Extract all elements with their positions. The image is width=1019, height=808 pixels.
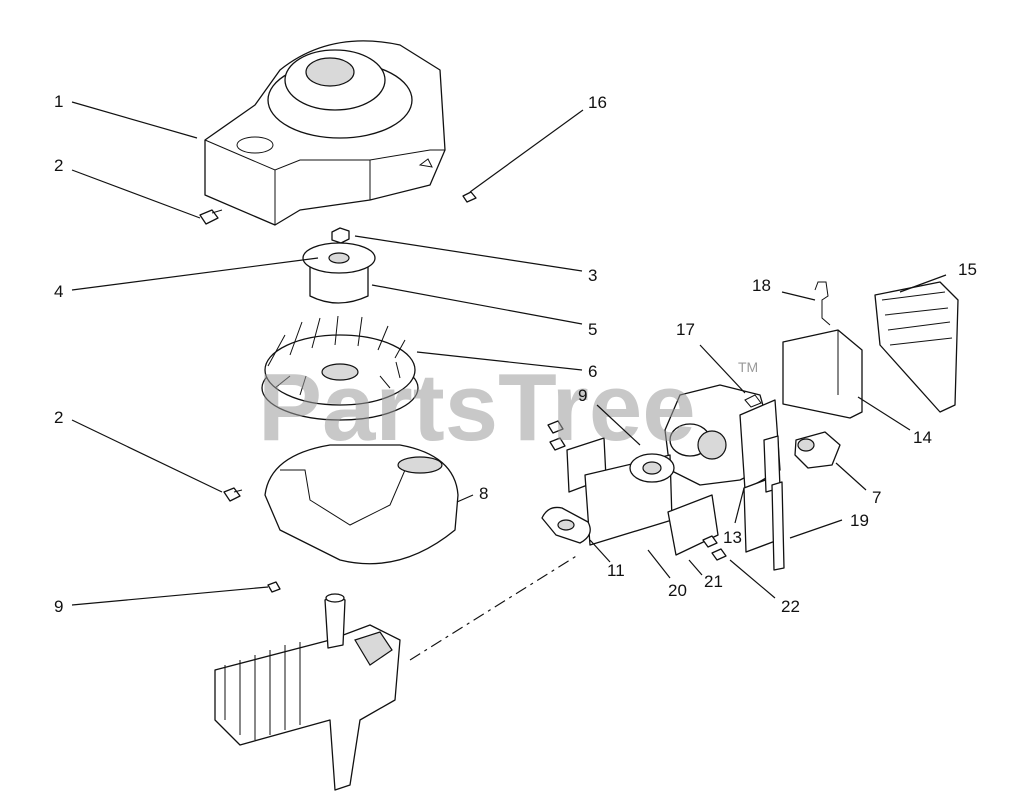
callout-13: 13 [723,528,742,547]
callout-7: 7 [872,488,881,507]
insulator-block[interactable] [584,453,675,546]
callout-20: 20 [668,581,687,600]
callout-5: 5 [588,320,597,339]
starter-cup[interactable] [302,242,376,304]
callout-21: 21 [704,572,723,591]
screw-lower[interactable] [223,487,243,502]
gasket-11[interactable] [541,506,591,544]
callout-1: 1 [54,92,63,111]
callout-14: 14 [913,428,932,447]
callout-11: 11 [607,561,625,580]
air-filter-cover[interactable] [874,281,959,413]
screw-upper[interactable] [199,209,223,225]
base-plate[interactable] [264,444,459,565]
carburetor[interactable] [664,384,781,491]
alignment-line [409,554,579,661]
callout-2-upper: 2 [54,156,63,175]
callout-6: 6 [588,362,597,381]
watermark: PartsTree [258,354,696,461]
callout-15: 15 [958,260,977,279]
breather-tube[interactable] [771,481,785,571]
callout-16: 16 [588,93,607,112]
screw-21[interactable] [702,535,718,548]
callout-19: 19 [850,511,869,530]
callout-4: 4 [54,282,63,301]
small-fitting[interactable] [547,420,566,451]
callout-3: 3 [588,266,597,285]
callout-22: 22 [781,597,800,616]
callout-17: 17 [676,320,695,339]
screw-16[interactable] [462,191,477,203]
callout-2-lower: 2 [54,408,63,427]
leader-lines [71,101,947,606]
callout-18: 18 [752,276,771,295]
elbow-fitting[interactable] [794,431,841,469]
blower-housing[interactable] [204,40,446,226]
watermark-tm: TM [738,359,758,375]
flywheel-key[interactable] [267,581,281,593]
screw-22[interactable] [711,548,727,561]
callout-9-upper: 9 [578,386,587,405]
air-filter-element[interactable] [782,329,863,419]
spring-clip[interactable] [814,281,831,326]
callout-labels: 1 2 16 3 4 5 6 2 8 9 9 17 18 15 14 7 19 … [54,92,977,616]
flywheel[interactable] [261,315,419,421]
bracket[interactable] [743,435,781,553]
callout-8: 8 [479,484,488,503]
engine-block[interactable] [214,593,401,791]
callout-9-lower: 9 [54,597,63,616]
nut[interactable] [331,227,350,244]
